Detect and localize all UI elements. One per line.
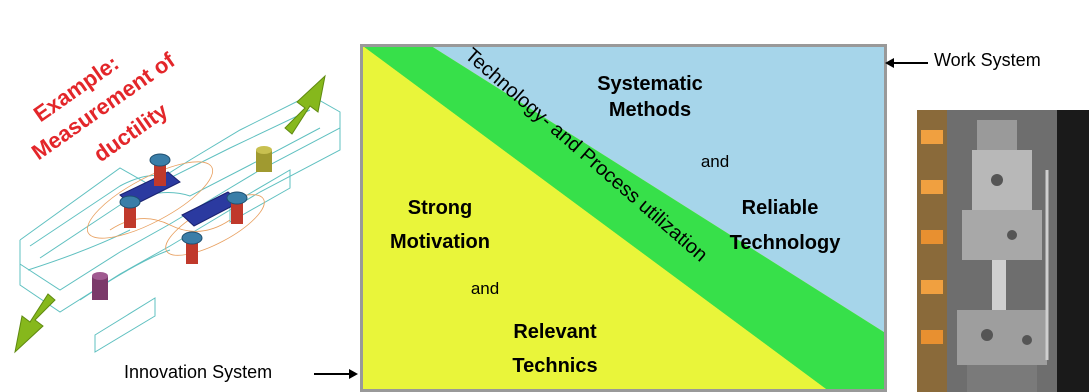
- and-connector-bottom: and: [470, 279, 500, 298]
- diagram-background: [360, 44, 887, 392]
- pull-arrow-down-left: [14, 293, 56, 354]
- and-connector-top: and: [700, 152, 730, 171]
- methods-label: Methods: [608, 99, 692, 121]
- pull-arrow-up-right: [284, 74, 326, 135]
- green-band: [360, 44, 887, 392]
- technics-label: Technics: [512, 355, 598, 377]
- technology-label: Technology: [729, 232, 841, 254]
- cylinder-purple: [92, 272, 108, 300]
- reliable-label: Reliable: [741, 197, 819, 219]
- strong-label: Strong: [407, 197, 473, 219]
- innovation-system-arrow: [314, 369, 358, 379]
- test-machine-photo: [917, 110, 1089, 392]
- work-system-arrow: [885, 58, 928, 68]
- test-machine-image: [917, 110, 1089, 392]
- cylinder-olive: [256, 146, 272, 172]
- innovation-system-label: Innovation System: [124, 362, 273, 382]
- specimen-outline-side: [19, 128, 341, 313]
- bolts: [119, 153, 248, 264]
- diagram-border: [360, 44, 887, 392]
- motivation-label: Motivation: [390, 231, 490, 253]
- work-system-label: Work System: [934, 50, 1041, 70]
- relevant-label: Relevant: [513, 321, 597, 343]
- system-diagram: Systematic Methods and Reliable Technolo…: [360, 44, 887, 392]
- yellow-triangle: [360, 44, 830, 392]
- specimen-drawing: [14, 74, 341, 354]
- systematic-label: Systematic: [597, 73, 703, 95]
- ductility-test-illustration: Example: Measurement of ductility: [0, 0, 345, 392]
